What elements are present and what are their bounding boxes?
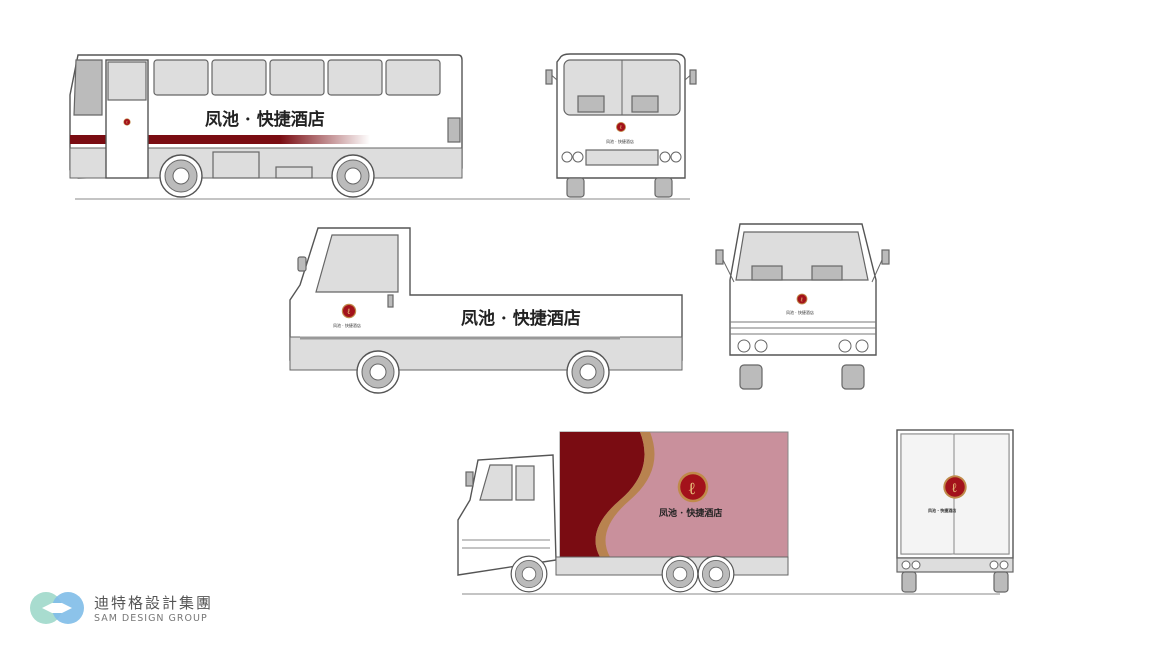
box-truck-side-view: 凤池 · 快捷酒店 (457, 431, 789, 593)
flatbed-truck-front-view: 凤池 · 快捷酒店 (715, 223, 890, 390)
rear-brand-name: 凤池 · 快捷酒店 (928, 507, 956, 513)
bus-front-view: 凤池 · 快捷酒店 (545, 53, 697, 198)
company-logo: 迪特格設計集團 SAM DESIGN GROUP (28, 590, 213, 626)
flatbed-truck-side-view: 凤池 · 快捷酒店 凤池 · 快捷酒店 (289, 227, 683, 394)
truck-door-brand-name: 凤池 · 快捷酒店 (333, 322, 361, 328)
truck-brand-name: 凤池 · 快捷酒店 (461, 308, 581, 329)
company-logo-mark (30, 592, 84, 624)
bus-side-view: 凤池 · 快捷酒店 (69, 54, 463, 198)
truck-front-brand-name: 凤池 · 快捷酒店 (786, 309, 814, 315)
box-truck-brand-name: 凤池 · 快捷酒店 (659, 507, 722, 519)
bus-front-brand-name: 凤池 · 快捷酒店 (606, 138, 634, 144)
company-name-cn: 迪特格設計集團 (94, 594, 214, 612)
company-name-en: SAM DESIGN GROUP (94, 613, 208, 624)
bus-brand-name: 凤池 · 快捷酒店 (205, 109, 325, 130)
box-truck-rear-view: 凤池 · 快捷酒店 (896, 429, 1014, 593)
